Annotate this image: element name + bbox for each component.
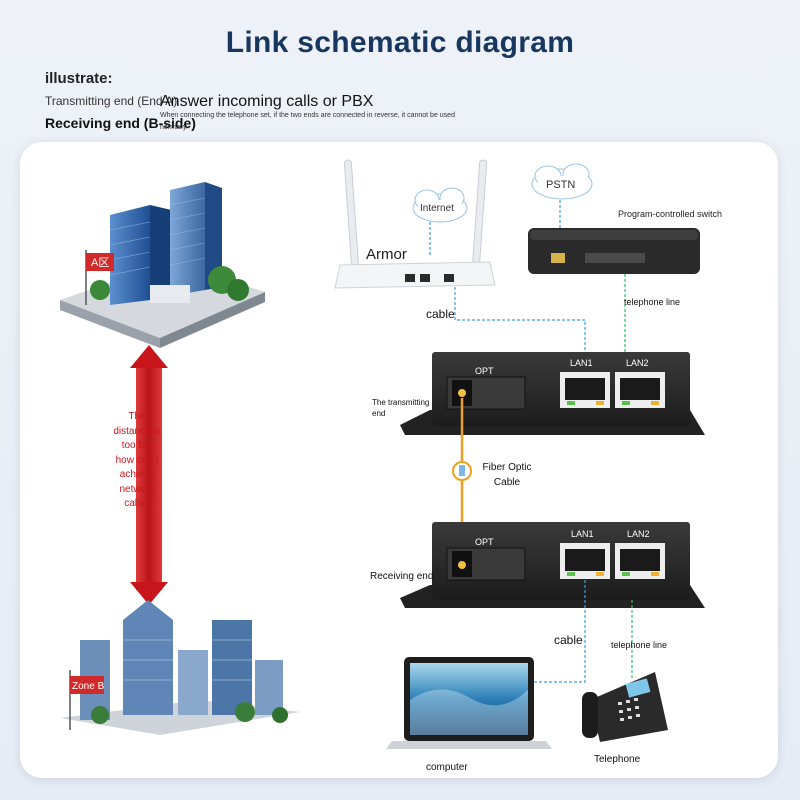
cable-bottom-label: cable: [554, 633, 583, 647]
answer-note: Answer incoming calls or PBX: [160, 93, 374, 110]
receiving-end-label: Receiving end: [370, 571, 434, 582]
tel-line-bottom-label: telephone line: [611, 640, 667, 650]
zone-a-building: [60, 182, 265, 348]
illustrate-heading: illustrate:: [45, 70, 113, 87]
transmitting-device: [400, 352, 705, 435]
telephone-icon: [582, 672, 668, 742]
tx-lan1-label: LAN1: [570, 358, 593, 368]
laptop-icon: [386, 657, 552, 749]
receiving-note: Receiving end (B-side): [45, 115, 196, 131]
switch-label: Program-controlled switch: [618, 209, 722, 219]
internet-label: Internet: [420, 203, 454, 214]
tx-opt-label: OPT: [475, 366, 494, 376]
telephone-label: Telephone: [594, 754, 641, 765]
zone-a-label: A区: [91, 257, 109, 269]
internet-cloud: [412, 187, 468, 223]
distance-question: The distance is too far, how can I achie…: [113, 411, 161, 509]
computer-label: computer: [426, 762, 468, 773]
router-to-lan1-cable: [454, 287, 586, 360]
zone-b-city: [60, 600, 300, 735]
rx-lan2-label: LAN2: [627, 529, 650, 539]
transmitting-note: Transmitting end (End A): [45, 94, 178, 108]
receiving-device: [400, 522, 705, 608]
page-title: Link schematic diagram: [225, 26, 575, 59]
zone-b-label: Zone B: [72, 681, 105, 692]
transmitting-end-label: The transmitting end: [372, 398, 430, 419]
rx-opt-label: OPT: [475, 537, 494, 547]
tx-lan2-label: LAN2: [626, 358, 649, 368]
cable-top-label: cable: [426, 307, 455, 321]
pstn-cloud: [531, 163, 593, 200]
switch-device: [528, 228, 700, 274]
caution-note: When connecting the telephone set, if th…: [160, 112, 455, 131]
router-label: Armor: [366, 246, 407, 263]
distance-arrow: [130, 345, 168, 605]
pstn-label: PSTN: [546, 179, 575, 191]
router-device: [334, 159, 496, 289]
lan1-to-computer-cable: [533, 580, 586, 683]
rx-lan1-label: LAN1: [571, 529, 594, 539]
fiber-label: Fiber Optic Cable: [482, 462, 532, 488]
tel-line-top-label: telephone line: [624, 297, 680, 307]
fiber-connector-body: [459, 465, 465, 476]
